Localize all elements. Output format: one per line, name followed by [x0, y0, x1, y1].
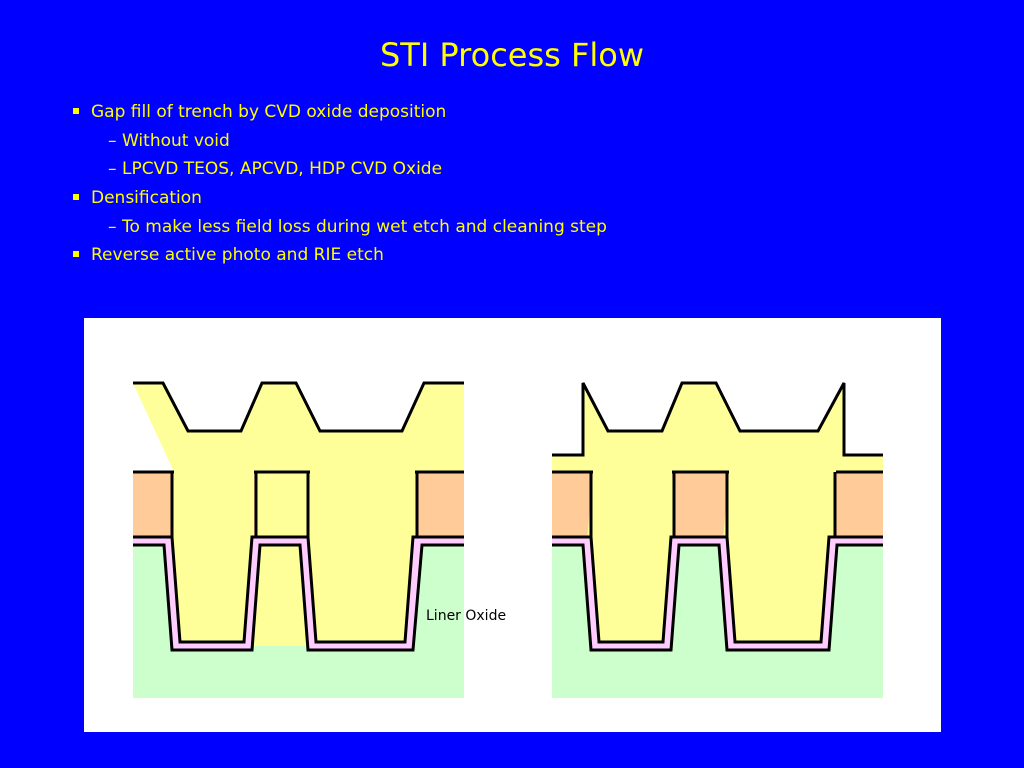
- bullet-list: Gap fill of trench by CVD oxide depositi…: [70, 101, 607, 273]
- nitride-trench-walls: [589, 472, 837, 537]
- sub-bullet-item: –LPCVD TEOS, APCVD, HDP CVD Oxide: [70, 158, 607, 187]
- square-bullet-icon: [73, 108, 79, 114]
- liner-oxide: [552, 537, 883, 650]
- trench-inner-outline: [133, 543, 464, 652]
- trench-oxide-right: [308, 472, 415, 646]
- square-bullet-icon: [73, 194, 79, 201]
- bullet-text: Gap fill of trench by CVD oxide depositi…: [91, 102, 447, 122]
- sub-bullet-item: –Without void: [70, 130, 607, 159]
- bullet-item: Densification: [70, 187, 607, 216]
- liner-oxide-label: Liner Oxide: [426, 608, 507, 624]
- diagram-panel: Liner Oxide: [84, 318, 941, 732]
- oxide-top-outline: [133, 381, 464, 433]
- dash-bullet-icon: –: [108, 159, 117, 180]
- trench-oxide-left: [168, 472, 254, 646]
- trench-outer-outline: [133, 535, 464, 644]
- bullet-text: Densification: [91, 188, 202, 209]
- dash-bullet-icon: –: [108, 130, 117, 151]
- nitride-trench-walls: [170, 472, 419, 537]
- sub-bullet-text: To make less field loss during wet etch …: [122, 216, 607, 237]
- trench-oxide-right: [723, 472, 836, 646]
- trench-oxide-left: [587, 472, 675, 646]
- slide-title: STI Process Flow: [379, 36, 645, 74]
- sub-bullet-text: LPCVD TEOS, APCVD, HDP CVD Oxide: [122, 159, 443, 180]
- oxide-after-etch: [552, 383, 883, 472]
- sti-cross-section-diagrams: [133, 381, 883, 698]
- trench-inner-outline: [552, 543, 883, 652]
- trench-outer-outline: [552, 535, 883, 644]
- bullet-item: Gap fill of trench by CVD oxide depositi…: [70, 101, 607, 130]
- bullet-item: Reverse active photo and RIE etch: [70, 244, 607, 273]
- oxide-top-outline: [552, 381, 883, 457]
- dash-bullet-icon: –: [108, 216, 117, 237]
- reverse-etch-cross-section: [552, 381, 883, 698]
- sub-bullet-text: Without void: [122, 130, 230, 151]
- gap-fill-cross-section: [133, 381, 464, 698]
- sub-bullet-item: –To make less field loss during wet etch…: [70, 216, 607, 245]
- square-bullet-icon: [73, 251, 79, 258]
- liner-oxide: [133, 537, 464, 650]
- bullet-text: Reverse active photo and RIE etch: [91, 245, 384, 266]
